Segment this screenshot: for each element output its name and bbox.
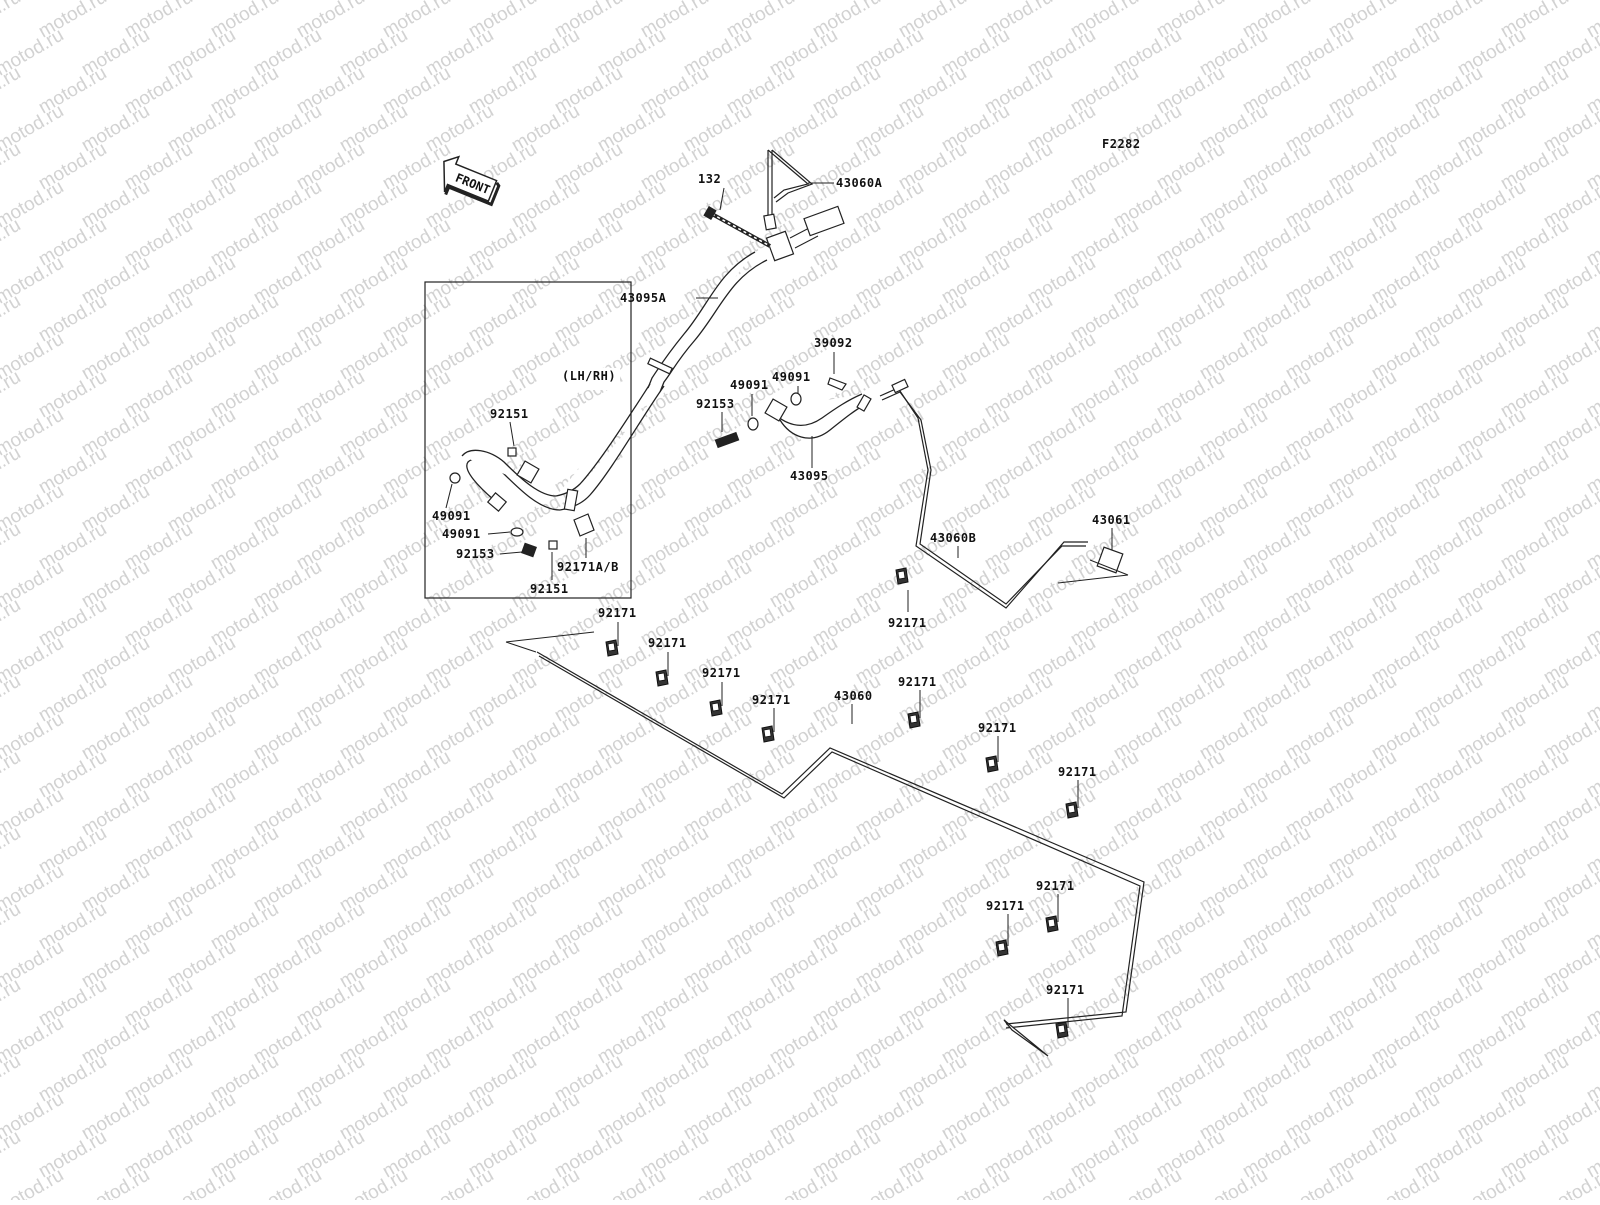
- watermark-text: motod.ru: [1196, 1165, 1271, 1200]
- part-label-p39092: 39092: [814, 336, 853, 350]
- watermark-text: motod.ru: [1282, 1165, 1357, 1200]
- part-label-p92171_8: 92171: [1058, 765, 1097, 779]
- leader-line-p49091d: [487, 531, 511, 535]
- leader-line-p92153b: [499, 551, 523, 555]
- bolt-132: [703, 205, 771, 248]
- watermark-text: motod.ru: [1368, 1165, 1443, 1200]
- watermark-text: motod.ru: [508, 1165, 583, 1200]
- clip-group: [605, 567, 1079, 1039]
- part-label-p49091c: 49091: [432, 509, 471, 523]
- watermark-text: motod.ru: [0, 671, 24, 727]
- part-label-p92171_3: 92171: [648, 636, 687, 650]
- part-label-p43061: 43061: [1092, 513, 1131, 527]
- part-label-p92171_2: 92171: [598, 606, 637, 620]
- part-label-p92153b: 92153: [456, 547, 495, 561]
- watermark-text: motod.ru: [852, 1165, 927, 1200]
- clip-92171: [655, 669, 669, 687]
- part-label-p132: 132: [698, 172, 721, 186]
- watermark-text: motod.ru: [1110, 1165, 1185, 1200]
- part-label-p43060A: 43060A: [836, 176, 883, 190]
- clip-92171: [1055, 1021, 1069, 1039]
- watermark-text: motod.ru: [336, 1165, 411, 1200]
- watermark-text: motod.ru: [594, 1165, 669, 1200]
- leader-line-p132: [719, 187, 725, 211]
- watermark-text: motod.ru: [0, 899, 24, 955]
- leader-line-p49091c: [445, 483, 453, 509]
- inset-lh-rh-box: (LH/RH): [424, 281, 632, 599]
- watermark-text: motod.ru: [0, 215, 24, 271]
- diagram-code: F2282: [1102, 137, 1141, 151]
- part-label-p92153a: 92153: [696, 397, 735, 411]
- part-label-p92151b: 92151: [530, 582, 569, 596]
- clip-92171: [709, 699, 723, 717]
- watermark-text: motod.ru: [250, 1165, 325, 1200]
- watermark-text: motod.ru: [0, 823, 24, 879]
- clip-92171: [907, 711, 921, 729]
- part-label-p92171_11: 92171: [1046, 983, 1085, 997]
- part-label-p92151a: 92151: [490, 407, 529, 421]
- watermark-text: motod.ru: [680, 1165, 755, 1200]
- leader-line-p92151a: [509, 421, 515, 447]
- part-label-p92171_6: 92171: [898, 675, 937, 689]
- inset-hose: [449, 447, 595, 558]
- watermark-text: motod.ru: [0, 291, 24, 347]
- clip-92171: [995, 939, 1009, 957]
- part-label-p92171_7: 92171: [978, 721, 1017, 735]
- watermark-text: motod.ru: [0, 443, 24, 499]
- clip-92171: [605, 639, 619, 657]
- part-label-p92171_1: 92171: [888, 616, 927, 630]
- part-label-p43095: 43095: [790, 469, 829, 483]
- clip-92171: [985, 755, 999, 773]
- watermark-text: motod.ru: [938, 1165, 1013, 1200]
- pipe-43060: [505, 631, 1145, 1057]
- hose-43095: [714, 377, 872, 449]
- union-joint: [765, 205, 845, 262]
- watermark-text: motod.ru: [78, 1165, 153, 1200]
- watermark-text: motod.ru: [0, 1165, 67, 1200]
- hose-43095A: [555, 251, 768, 511]
- part-label-p49091d: 49091: [442, 527, 481, 541]
- part-label-p49091a: 49091: [772, 370, 811, 384]
- watermark-text: motod.ru: [0, 747, 24, 803]
- clip-92171: [761, 725, 775, 743]
- watermark-text: motod.ru: [0, 0, 24, 42]
- part-label-p92171_5: 92171: [752, 693, 791, 707]
- watermark-text: motod.ru: [766, 1165, 841, 1200]
- part-label-p92171_9: 92171: [1036, 879, 1075, 893]
- part-label-p92171_4: 92171: [702, 666, 741, 680]
- part-label-p49091b: 49091: [730, 378, 769, 392]
- part-label-p43095A: 43095A: [620, 291, 667, 305]
- clip-92171: [895, 567, 909, 585]
- watermark-text: motod.ru: [1454, 1165, 1529, 1200]
- watermark-text: motod.ru: [0, 63, 24, 119]
- pipe-43060B: [879, 378, 1129, 609]
- front-arrow-icon: FRONT: [443, 155, 501, 207]
- watermark-text: motod.ru: [0, 139, 24, 195]
- inset-caption: (LH/RH): [562, 369, 616, 383]
- part-label-p92171_10: 92171: [986, 899, 1025, 913]
- watermark-text: motod.ru: [0, 367, 24, 423]
- clip-92171: [1065, 801, 1079, 819]
- watermark-text: motod.ru: [0, 595, 24, 651]
- part-label-p43060B: 43060B: [930, 531, 976, 545]
- leader-lines: [445, 182, 1113, 1028]
- watermark-text: motod.ru: [0, 975, 24, 1031]
- watermark-text: motod.ru: [422, 1165, 497, 1200]
- watermark-text: motod.ru: [0, 1051, 24, 1107]
- watermark-text: motod.ru: [164, 1165, 239, 1200]
- part-label-p43060: 43060: [834, 689, 873, 703]
- watermark-text: motod.ru: [0, 1127, 24, 1183]
- watermark-text: motod.ru: [1024, 1165, 1099, 1200]
- clip-92171: [1045, 915, 1059, 933]
- clip-92151-top: [507, 447, 517, 457]
- part-label-p92171AB: 92171A/B: [557, 560, 619, 574]
- pipe-43060A: [763, 149, 814, 231]
- watermark-text: motod.ru: [0, 519, 24, 575]
